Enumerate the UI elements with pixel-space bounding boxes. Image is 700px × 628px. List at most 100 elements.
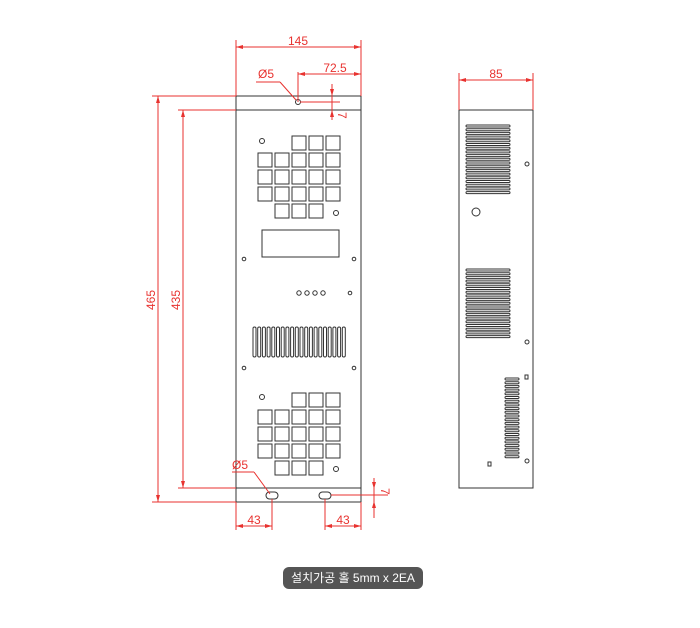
vent-slot [465, 161, 511, 165]
vent-slot [261, 326, 266, 358]
keypad-led [259, 138, 265, 144]
keypad-led [333, 466, 339, 472]
vent-slot [252, 326, 257, 358]
vent-slot [465, 294, 511, 298]
vent-slot [465, 157, 511, 161]
screw [524, 458, 530, 464]
screw [351, 365, 357, 371]
keypad-key [274, 186, 290, 202]
vent-slot [504, 444, 520, 448]
side-view [458, 109, 534, 489]
keypad-key [291, 460, 307, 476]
vent-slot [290, 326, 295, 358]
keypad-key [274, 460, 290, 476]
vent-slot [465, 335, 511, 339]
vent-slot [504, 388, 520, 392]
upper-keypad [257, 135, 341, 219]
vent-slot [465, 287, 511, 290]
vent-slot [465, 146, 511, 150]
keypad-key [325, 443, 341, 459]
keypad-key [308, 443, 324, 459]
vent-slot [465, 165, 511, 169]
indicator-led [304, 290, 310, 296]
keypad-key [291, 152, 307, 168]
inner-height-label: 435 [169, 290, 183, 310]
vent-slot [337, 326, 342, 358]
keypad-key [325, 392, 341, 408]
keypad-key [274, 203, 290, 219]
vent-slot [465, 290, 511, 294]
vent-slot [465, 331, 511, 335]
vent-slot [332, 326, 337, 358]
indicator-led [296, 290, 302, 296]
keypad-key [308, 409, 324, 425]
keypad-key [257, 426, 273, 442]
screw [524, 161, 530, 167]
display-window [261, 229, 340, 258]
vent-slot [504, 433, 520, 436]
keypad-key [257, 152, 273, 168]
vent-slot [280, 326, 285, 358]
vent-slot [465, 324, 511, 327]
keypad-key [257, 409, 273, 425]
keypad-key [291, 203, 307, 219]
keypad-key [257, 169, 273, 185]
keypad-key [308, 460, 324, 476]
side-marker [487, 461, 492, 467]
vent-slot [504, 421, 520, 425]
dimension-lines: 145 72.5 Ø5 7 465 435 Ø5 [144, 34, 534, 530]
top-hole-diameter-label: Ø5 [258, 67, 274, 81]
vent-slot [465, 124, 511, 128]
keypad-key [325, 186, 341, 202]
vent-slot [465, 187, 511, 191]
side-panel-outline [458, 109, 534, 489]
vent-slot [504, 403, 520, 407]
keypad-key [308, 203, 324, 219]
bottom-right-offset-label: 43 [336, 513, 350, 527]
side-cable-hole [471, 207, 481, 217]
screw [351, 256, 357, 262]
keypad-key [325, 169, 341, 185]
keypad-key [308, 392, 324, 408]
bottom-mounting-hole-left [265, 491, 279, 500]
vent-slot [323, 326, 327, 358]
keypad-key [274, 152, 290, 168]
vent-slot [465, 154, 511, 158]
vent-slot [465, 183, 511, 187]
keypad-key [257, 443, 273, 459]
side-vent-slots-middle [465, 268, 511, 339]
vent-slot [276, 326, 280, 358]
vent-slot [465, 272, 511, 276]
screw [241, 365, 247, 371]
vent-slot [465, 305, 511, 309]
keypad-key [274, 443, 290, 459]
screw [524, 339, 530, 345]
vent-slot [504, 396, 520, 399]
vent-slot [327, 326, 332, 358]
vent-slot [465, 320, 511, 324]
keypad-key [291, 135, 307, 151]
indicator-led [312, 290, 318, 296]
vent-slot [299, 326, 304, 358]
vent-slot [465, 139, 511, 143]
bottom-mounting-hole-right [318, 491, 332, 500]
keypad-led [333, 210, 339, 216]
keypad-key [291, 186, 307, 202]
vent-slot [465, 143, 511, 146]
vent-slot [504, 399, 520, 403]
front-vent-slots [252, 326, 346, 358]
keypad-key [325, 426, 341, 442]
keypad-key [291, 426, 307, 442]
keypad-key [325, 135, 341, 151]
keypad-key [257, 186, 273, 202]
lower-keypad [257, 392, 341, 476]
vent-slot [465, 168, 511, 172]
vent-slot [465, 301, 511, 305]
keypad-key [308, 135, 324, 151]
vent-slot [308, 326, 313, 358]
vent-slot [504, 455, 520, 459]
bottom-hole-diameter-label: Ø5 [232, 458, 248, 472]
keypad-key [308, 169, 324, 185]
vent-slot [271, 326, 276, 358]
